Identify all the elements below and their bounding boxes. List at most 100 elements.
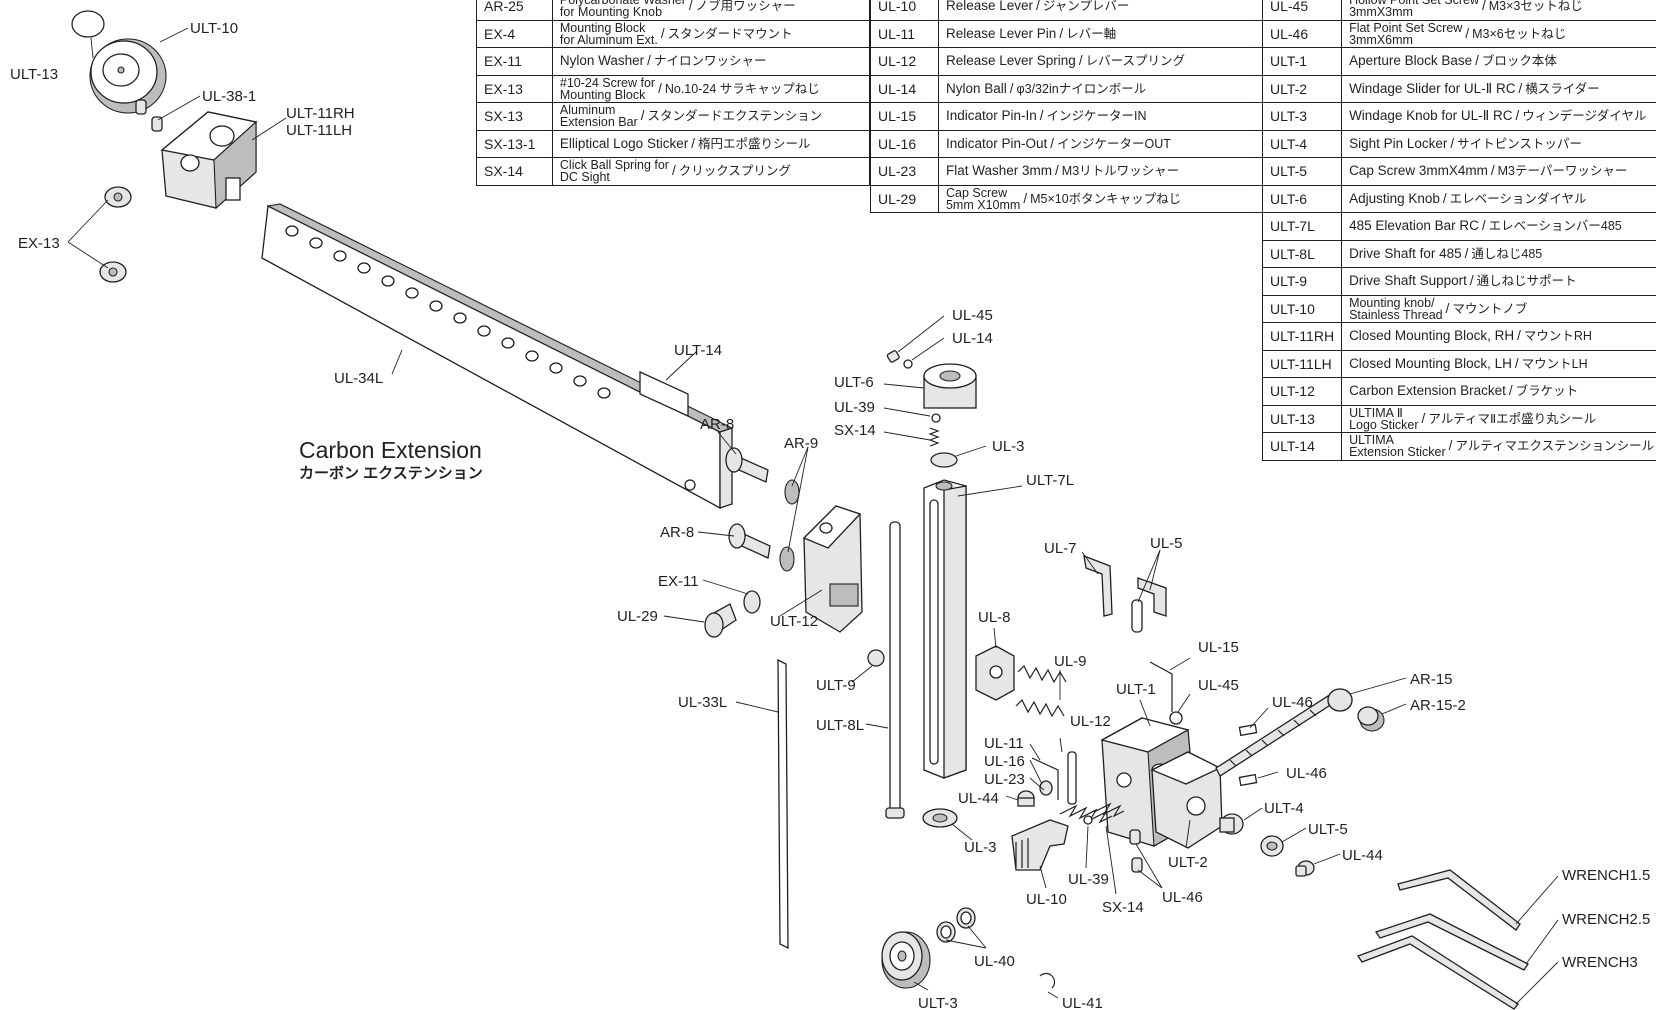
part-name-line: Mounting Block	[559, 87, 646, 102]
part-name-line: Cap Screw 3mmX4mm	[1349, 163, 1488, 179]
part-code: ULT-11LH	[1261, 349, 1343, 378]
part-ul41-clip	[1039, 972, 1056, 989]
separator-slash: /	[1481, 0, 1486, 14]
part-name-line: Indicator Pin-Out	[945, 135, 1048, 151]
callout-ar9: AR-9	[784, 435, 818, 452]
callout-ul12: UL-12	[1070, 713, 1111, 730]
part-ul9-springs	[1015, 664, 1067, 718]
part-ul16-pin	[1031, 757, 1059, 800]
part-ul11-pin	[1067, 751, 1077, 805]
part-name-line: Logo Sticker	[1349, 417, 1419, 432]
part-name-jp: クリックスプリング	[678, 164, 791, 179]
callout-ult10: ULT-10	[190, 20, 238, 37]
part-name-jp: レバー軸	[1066, 26, 1117, 41]
part-ul46-screw-a	[1238, 723, 1258, 737]
part-code: UL-46	[1261, 19, 1343, 48]
callout-ul10: UL-10	[1026, 891, 1067, 908]
part-name-jp: 楕円エポ盛りシール	[697, 136, 811, 151]
part-name-en: Indicator Pin-In	[945, 108, 1037, 124]
part-ult2-windage-slider	[1150, 751, 1223, 849]
separator-slash: /	[1059, 25, 1064, 41]
part-name-en: Windage Knob for UL-Ⅱ RC	[1349, 108, 1513, 124]
part-code: UL-23	[870, 157, 939, 186]
separator-slash: /	[691, 135, 695, 151]
part-name-en: Adjusting Knob	[1349, 192, 1440, 206]
part-name-en: Windage Slider for UL-Ⅱ RC	[1349, 82, 1515, 96]
part-description: Drive Shaft Support/通しねじサポート	[1341, 267, 1656, 296]
separator-slash: /	[1508, 383, 1513, 399]
part-ul15-pin	[1149, 661, 1173, 712]
separator-slash: /	[1517, 328, 1521, 344]
callout-ul33l: UL-33L	[678, 694, 727, 711]
part-name-line: 3mmX3mm	[1349, 5, 1413, 20]
part-ar8-screws	[725, 447, 771, 559]
separator-slash: /	[1039, 108, 1044, 124]
part-code: UL-45	[1261, 0, 1343, 21]
callout-ult1: ULT-1	[1116, 681, 1156, 698]
part-description: Drive Shaft for 485/通しねじ485	[1341, 239, 1656, 268]
part-ult11-mounting-block	[160, 111, 258, 210]
part-name-line: #10-24 Screw for	[559, 75, 656, 90]
part-name-jp: サイトピンストッパー	[1457, 136, 1582, 151]
separator-slash: /	[688, 0, 693, 14]
part-description: Nylon Ball/φ3/32inナイロンボール	[937, 74, 1265, 103]
separator-slash: /	[660, 25, 665, 41]
part-name-line: Mounting Block	[559, 20, 646, 35]
callout-ult11lh: ULT-11LH	[286, 122, 352, 139]
part-name-line: for Mounting Knob	[559, 5, 663, 20]
part-name-line: Drive Shaft Support	[1349, 273, 1467, 289]
part-ul39-ball	[931, 413, 941, 423]
part-name-jp: エレベーションダイヤル	[1449, 191, 1587, 206]
part-description: Adjusting Knob/エレベーションダイヤル	[1341, 184, 1656, 213]
part-name-jp: エレベーションバー485	[1488, 219, 1622, 234]
part-name-en: Sight Pin Locker	[1349, 135, 1448, 151]
part-name-line: Windage Knob for UL-Ⅱ RC	[1349, 108, 1513, 124]
part-name-line: Sight Pin Locker	[1349, 135, 1448, 151]
separator-slash: /	[1450, 135, 1455, 151]
part-ul40-washers	[936, 907, 976, 943]
part-name-line: 5mm X10mm	[945, 197, 1021, 212]
part-code: ULT-14	[1261, 432, 1343, 461]
part-name-line: Indicator Pin-In	[945, 108, 1037, 124]
part-name-line: Release Lever Spring	[945, 53, 1076, 69]
callout-ul39-b: UL-39	[1068, 871, 1109, 888]
part-description: Elliptical Logo Sticker/楕円エポ盛りシール	[551, 129, 871, 158]
part-ult3-windage-knob	[881, 931, 931, 989]
part-sx14-spring	[928, 427, 940, 447]
part-name-jp: インジケーターIN	[1046, 109, 1147, 124]
callout-ul44-b: UL-44	[1342, 847, 1383, 864]
callout-ul7: UL-7	[1044, 540, 1077, 557]
part-ul8	[975, 645, 1015, 701]
part-name-line: Closed Mounting Block, LH	[1349, 355, 1512, 371]
callout-wrench3: WRENCH3	[1562, 954, 1638, 971]
part-name-jp: インジケーターOUT	[1057, 136, 1171, 151]
separator-slash: /	[1050, 135, 1055, 151]
part-ult7l-elevation-bar	[923, 479, 967, 779]
part-name-en: Indicator Pin-Out	[945, 135, 1048, 151]
part-ul46-screw-d	[1131, 857, 1143, 873]
part-code: ULT-10	[1261, 294, 1343, 323]
part-ult14-sticker	[639, 370, 689, 418]
callout-wrench2-5: WRENCH2.5	[1562, 911, 1650, 928]
part-code: SX-13-1	[476, 129, 553, 158]
part-name-en: Release Lever	[946, 0, 1033, 13]
part-name-line: Elliptical Logo Sticker	[559, 135, 689, 151]
part-ult6-adjusting-knob	[923, 363, 977, 409]
